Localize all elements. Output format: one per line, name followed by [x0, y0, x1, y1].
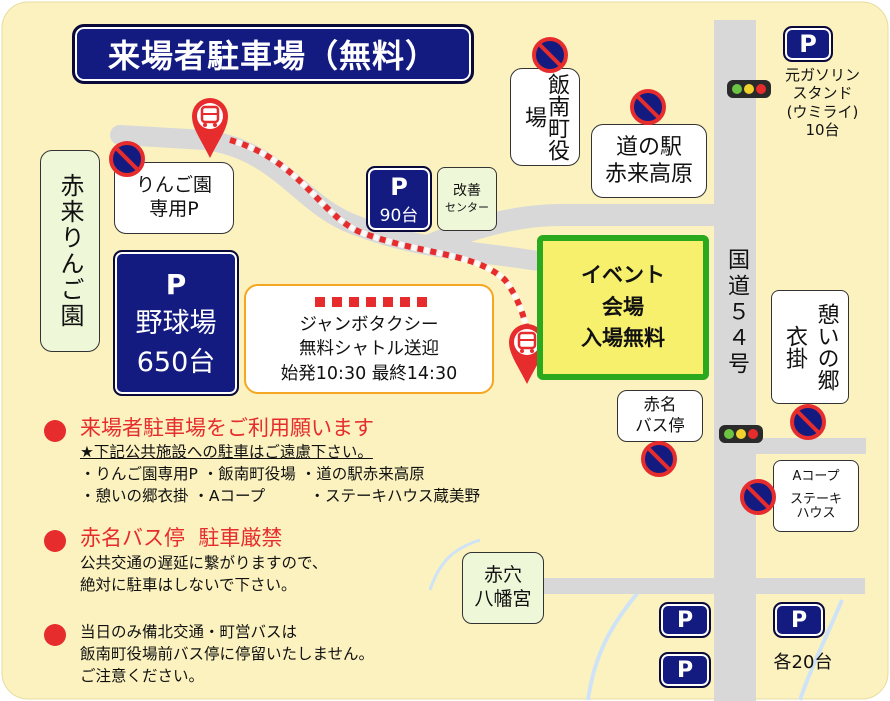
akaana-line1: 赤穴	[483, 564, 522, 587]
bus-stop-pin-icon	[192, 98, 228, 158]
iinan-office-text: 飯南町役場	[521, 73, 570, 161]
kaizen-center-label: 改善 センター	[437, 167, 497, 231]
red-bullet-icon	[44, 420, 66, 442]
bottom-parking-count: 各20台	[773, 652, 833, 673]
parking-icon: P	[165, 267, 187, 301]
bottom-parking-2: P	[659, 652, 711, 688]
river-left	[428, 538, 481, 591]
no-parking-icon	[109, 141, 145, 177]
traffic-light-icon	[727, 80, 771, 98]
baseball-parking-name: 野球場	[135, 307, 217, 339]
parking-icon: P	[790, 607, 808, 633]
red-bullet-icon	[44, 530, 66, 552]
baseball-parking: P 野球場 650台	[113, 250, 239, 396]
note1-row2: ・憩いの郷衣掛 ・Aコープ ・ステーキハウス蔵美野	[80, 487, 480, 505]
parking-icon: P	[390, 172, 408, 201]
no-parking-icon	[790, 404, 826, 440]
note3-line1: 当日のみ備北交通・町営バスは	[80, 623, 298, 641]
note3-line3: ご注意ください。	[80, 667, 205, 685]
river	[586, 588, 642, 701]
michinoeki-label: 道の駅 赤来高原	[591, 124, 707, 198]
no-parking-icon	[641, 441, 677, 477]
bottom-parking-3: P	[773, 602, 825, 638]
side-road-curve	[110, 125, 555, 272]
event-line1: イベント	[581, 263, 665, 288]
akagi-ringo-en-label: 赤来りんご園	[40, 150, 100, 352]
ringo-parking-line1: りんご園	[135, 174, 212, 197]
ringo-parking-label: りんご園 専用P	[114, 162, 234, 234]
akaana-hachimangu-label: 赤穴 八幡宮	[462, 552, 544, 624]
bottom-parking-1: P	[659, 602, 711, 638]
michinoeki-line2: 赤来高原	[604, 162, 693, 187]
gasoline-line4: 10台	[805, 120, 840, 139]
bus-stop-pin-icon	[509, 324, 545, 384]
gasoline-line1: 元ガソリン	[784, 66, 860, 84]
shuttle-info: ジャンボタクシー 無料シャトル送迎 始発10:30 最終14:30	[244, 284, 494, 394]
gasoline-line2: スタンド	[792, 84, 853, 103]
event-venue: イベント 会場 入場無料	[537, 235, 709, 380]
akaana-line2: 八幡宮	[474, 588, 532, 610]
shuttle-line2: 無料シャトル送迎	[299, 339, 439, 359]
event-line2: 会場	[602, 294, 644, 319]
michinoeki-line1: 道の駅	[615, 134, 682, 160]
east-road-1	[756, 438, 866, 454]
south-road	[520, 578, 865, 594]
acoop-line2: ステーキ	[789, 491, 842, 507]
note1-heading: 来場者駐車場をご利用願います	[80, 416, 374, 440]
traffic-light-icon	[719, 425, 763, 443]
event-line3: 入場無料	[581, 326, 665, 351]
shuttle-line3: 始発10:30 最終14:30	[280, 363, 458, 384]
red-bullet-icon	[44, 624, 66, 646]
parking-icon: P	[676, 657, 694, 683]
shuttle-route	[229, 137, 533, 343]
note1-sub: ★下記公共施設への駐車はご遠慮下さい。	[80, 443, 373, 461]
river-branch	[798, 599, 844, 701]
akana-bus-line2: バス停	[635, 416, 685, 435]
ikoi-no-sato-label: 憩いの郷 衣掛	[771, 290, 849, 404]
acoop-line1: Aコープ	[792, 468, 840, 484]
ringo-parking-line2: 専用P	[149, 198, 199, 220]
kaizen-center-line1: 改善	[453, 183, 481, 200]
no-parking-icon	[630, 89, 666, 125]
note2-line1: 公共交通の遅延に繋がりますので、	[80, 554, 328, 572]
parking-icon: P	[676, 607, 694, 633]
ikoi-col2: 衣掛	[782, 325, 807, 369]
kaizen-center-line2: センター	[445, 200, 489, 214]
gasoline-parking: P	[783, 26, 833, 62]
note1-row1: ・りんご園専用P ・飯南町役場 ・道の駅赤来高原	[80, 465, 425, 483]
map-title: 来場者駐車場（無料）	[72, 24, 474, 84]
note2-heading: 赤名バス停 駐車厳禁	[80, 526, 283, 550]
acoop-line3: ハウス	[796, 506, 836, 522]
shuttle-route-casing	[229, 137, 533, 343]
route-54-label: 国道５４号	[724, 248, 749, 378]
baseball-parking-count: 650台	[136, 346, 216, 378]
note2-line2: 絶対に駐車はしないで下さい。	[80, 576, 297, 594]
akana-bus-stop-label: 赤名 バス停	[617, 390, 703, 442]
center-parking-count: 90台	[379, 205, 419, 226]
ikoi-col1: 憩いの郷	[813, 303, 839, 391]
no-parking-icon	[532, 37, 568, 73]
parking-icon: P	[799, 30, 817, 58]
side-road-east	[425, 204, 735, 256]
shuttle-car-icon	[315, 297, 427, 307]
iinan-office-label: 飯南町役場	[510, 68, 580, 166]
no-parking-icon	[740, 479, 776, 515]
note3-line2: 飯南町役場前バス停に停留いたしません。	[80, 645, 375, 663]
gasoline-label: 元ガソリン スタンド (ウミライ) 10台	[760, 66, 885, 139]
center-parking: P 90台	[366, 166, 432, 232]
gasoline-line3: (ウミライ)	[786, 102, 859, 121]
acoop-steak-label: Aコープ ステーキ ハウス	[773, 460, 859, 532]
akana-bus-line1: 赤名	[643, 395, 677, 415]
akagi-ringo-en-text: 赤来りんご園	[56, 173, 84, 329]
shuttle-line1: ジャンボタクシー	[299, 314, 439, 335]
